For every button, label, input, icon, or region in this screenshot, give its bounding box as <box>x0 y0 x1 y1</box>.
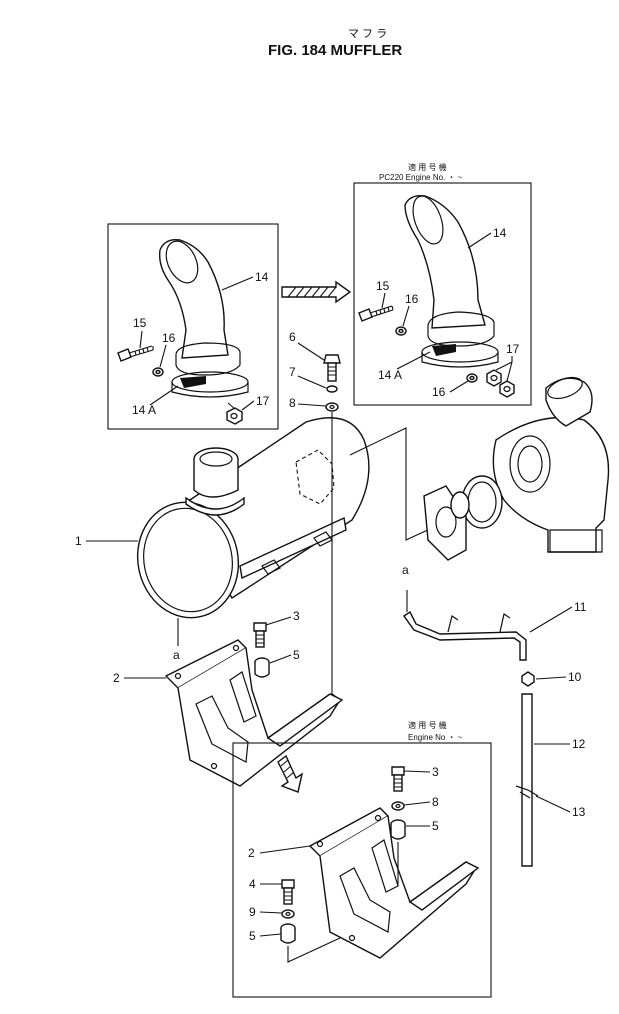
callout-16-right-bot: 16 <box>432 385 446 399</box>
spacer-5-bottom <box>390 819 406 840</box>
replacement-arrow <box>281 280 352 304</box>
callout-3-bottom: 3 <box>432 765 439 779</box>
inset-box-bottom <box>232 742 492 998</box>
callout-5: 5 <box>293 648 300 662</box>
washer-7 <box>326 385 338 393</box>
bolt-15-right <box>358 305 394 322</box>
callout-14-right: 14 <box>493 226 507 240</box>
callout-15-left: 15 <box>133 316 147 330</box>
callout-15-right: 15 <box>376 279 390 293</box>
note-model-engine: PC220 Engine No. ・ ~ <box>379 173 463 182</box>
nut-17-right-b <box>499 380 515 398</box>
washer-8 <box>325 402 339 412</box>
spacer-5-top <box>254 657 270 678</box>
note-applicable-2: 適 用 号 機 <box>408 720 447 730</box>
drain-tube-10 <box>403 610 527 661</box>
callout-14-left: 14 <box>255 270 269 284</box>
nut-17-right-a <box>486 369 502 387</box>
callout-8: 8 <box>289 396 296 410</box>
washer-8-bottom <box>391 801 405 811</box>
bolt-6 <box>323 354 341 382</box>
bracket-2 <box>164 639 344 787</box>
spacer-5-lower <box>280 923 296 944</box>
callout-9: 9 <box>249 905 256 919</box>
callout-14a-left: 14 A <box>132 403 156 417</box>
bolt-3-top <box>253 622 267 648</box>
callout-2-bottom: 2 <box>248 846 255 860</box>
tail-pipe-right <box>404 195 499 368</box>
outlet-flange <box>423 485 470 561</box>
callout-5-bottom: 5 <box>432 819 439 833</box>
callout-8-bottom: 8 <box>432 795 439 809</box>
callout-4: 4 <box>249 877 256 891</box>
callout-16-right-top: 16 <box>405 292 419 306</box>
inset-box-left <box>107 223 279 430</box>
callout-2: 2 <box>113 671 120 685</box>
washer-9 <box>281 909 295 919</box>
muffler-body <box>136 417 370 619</box>
callout-3: 3 <box>293 609 300 623</box>
clamp-12 <box>521 671 535 687</box>
callout-11: 12 <box>572 737 586 751</box>
note-applicable-1: 適 用 号 機 <box>408 162 447 172</box>
note-engine-no: Engine No ・ ~ <box>408 733 463 742</box>
figure-title: FIG. 184 MUFFLER <box>268 42 402 59</box>
bolt-15-left <box>117 345 154 362</box>
callout-14a-right: 14 A <box>378 368 402 382</box>
callout-5-lower: 5 <box>249 929 256 943</box>
callout-12: 10 <box>568 670 582 684</box>
muffler-outlet-stack <box>185 447 245 516</box>
callout-6: 6 <box>289 330 296 344</box>
turbocharger <box>492 376 610 553</box>
bracket-2-new <box>308 807 480 959</box>
bolt-3-bottom <box>391 766 405 792</box>
callout-a-left: a <box>173 648 180 662</box>
callout-16-left: 16 <box>162 331 176 345</box>
bolt-4 <box>281 879 295 905</box>
replacement-arrow-down <box>277 754 304 793</box>
figure-kana: マ フ ラ <box>348 28 387 40</box>
inset-box-right <box>353 182 532 406</box>
callout-7: 7 <box>289 365 296 379</box>
callout-10: 11 <box>574 600 587 614</box>
clip-13 <box>515 785 539 799</box>
callout-17-left: 17 <box>256 394 270 408</box>
nut-17-left <box>226 407 243 425</box>
tube-11 <box>521 693 533 867</box>
callout-a-right: a <box>402 563 409 577</box>
tail-pipe-left <box>158 239 249 398</box>
callout-1: 1 <box>75 534 82 548</box>
callout-17-right: 17 <box>506 342 520 356</box>
callout-13: 13 <box>572 805 586 819</box>
